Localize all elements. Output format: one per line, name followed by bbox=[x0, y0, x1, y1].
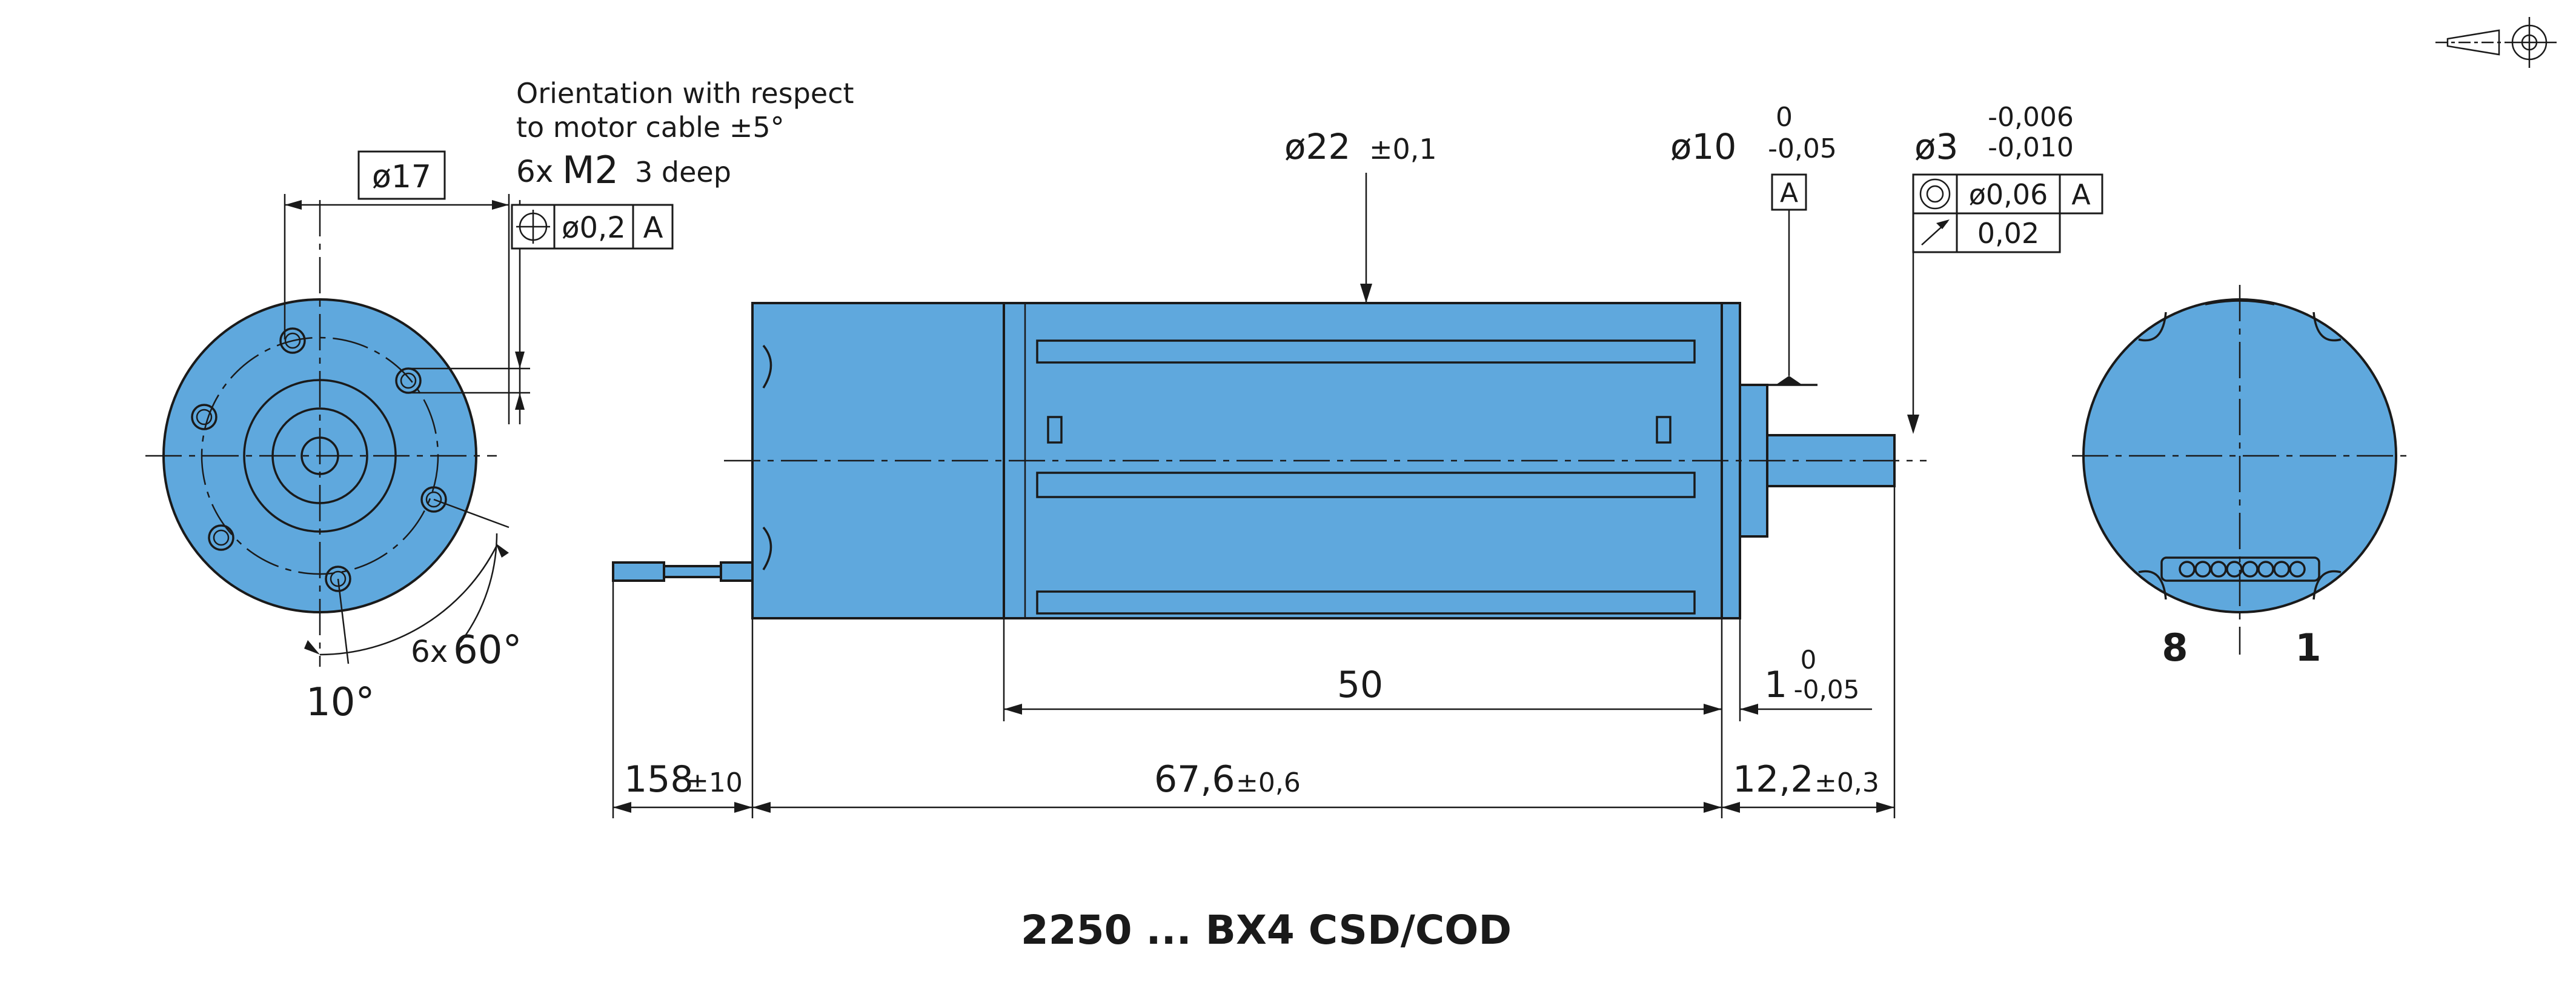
orientation-note-line2: to motor cable ±5° bbox=[516, 111, 785, 144]
angle-spacing: 60° bbox=[453, 628, 522, 673]
cable-length: 158 bbox=[624, 758, 694, 801]
length-50: 50 bbox=[1337, 664, 1383, 706]
geometric-tolerance-frame: ø0,06 A 0,02 bbox=[1912, 173, 2103, 253]
body-length: 67,6 bbox=[1154, 758, 1235, 801]
position-tolerance-datum: A bbox=[643, 211, 663, 245]
body-dia-tol: ±0,1 bbox=[1369, 133, 1437, 165]
shaft-length-tol: ±0,3 bbox=[1814, 767, 1879, 798]
pilot-length-tol-lower: -0,05 bbox=[1794, 675, 1860, 704]
body-length-tol: ±0,6 bbox=[1236, 767, 1301, 798]
pin-label-1: 1 bbox=[2295, 626, 2321, 670]
drawing-title: 2250 ... BX4 CSD/COD bbox=[1021, 907, 1512, 953]
runout-value: 0,02 bbox=[1977, 217, 2039, 250]
position-tolerance-frame: ø0,2 A bbox=[511, 204, 674, 250]
concentricity-datum: A bbox=[2071, 178, 2091, 211]
concentricity-value: ø0,06 bbox=[1969, 178, 2048, 211]
cable-length-tol: ±10 bbox=[686, 767, 743, 798]
pin-label-8: 8 bbox=[2162, 626, 2188, 670]
thread-prefix: 6x bbox=[516, 154, 553, 189]
shaft-length: 12,2 bbox=[1733, 758, 1814, 801]
datum-a-label: A bbox=[1780, 178, 1798, 209]
thread-size: M2 bbox=[562, 148, 619, 192]
side-view bbox=[612, 302, 1927, 619]
projection-symbol-icon bbox=[2435, 17, 2557, 68]
pilot-tol-lower: -0,05 bbox=[1768, 133, 1837, 164]
front-view: ø17 bbox=[145, 150, 530, 667]
position-tolerance-value: ø0,2 bbox=[562, 211, 626, 245]
concentricity-icon bbox=[1919, 178, 1951, 210]
shaft-tol-upper: -0,006 bbox=[1988, 102, 2074, 133]
thread-depth: 3 deep bbox=[635, 156, 731, 189]
angle-offset: 10° bbox=[306, 680, 374, 725]
angle-count: 6x bbox=[411, 634, 448, 669]
pilot-tol-upper: 0 bbox=[1776, 102, 1793, 133]
orientation-note-line1: Orientation with respect bbox=[516, 77, 854, 110]
pilot-dia: ø10 bbox=[1670, 126, 1736, 167]
bolt-circle-dia: ø17 bbox=[372, 159, 431, 195]
body-dia: ø22 bbox=[1284, 126, 1350, 167]
shaft-dia: ø3 bbox=[1914, 126, 1958, 167]
position-tolerance-icon bbox=[516, 210, 550, 244]
pilot-length: 1 bbox=[1764, 664, 1787, 706]
runout-arrow-icon bbox=[1921, 219, 1950, 245]
shaft-tol-lower: -0,010 bbox=[1988, 132, 2074, 163]
rear-view bbox=[2072, 285, 2408, 655]
pilot-length-tol-upper: 0 bbox=[1801, 645, 1817, 675]
